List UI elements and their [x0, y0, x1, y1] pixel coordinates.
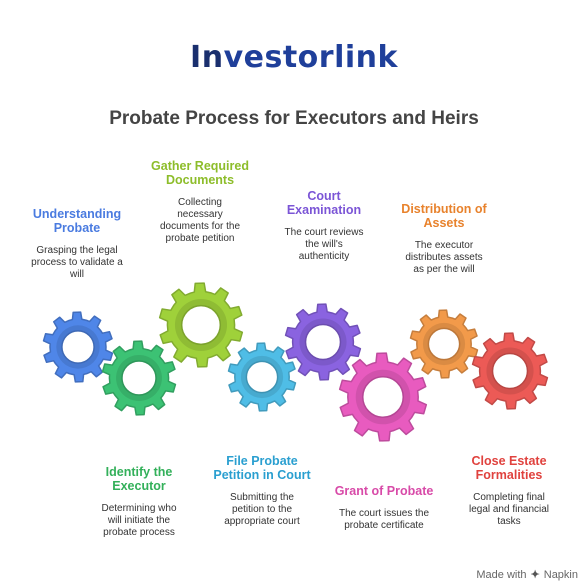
gear-hole	[121, 360, 157, 396]
step-description-line: distributes assets	[405, 252, 483, 263]
step-description-line: probate certificate	[344, 520, 424, 531]
gear-hole	[180, 304, 222, 346]
step-heading-line: Identify the	[105, 465, 173, 479]
step-grant-of-probate: Grant of Probate The court issues the pr…	[322, 484, 446, 532]
diagram-title: Probate Process for Executors and Heirs	[109, 108, 479, 129]
step-heading: Grant of Probate	[322, 484, 446, 498]
step-heading-line: File Probate	[226, 454, 298, 468]
step-court-examination: Court Examination The court reviews the …	[264, 189, 384, 263]
step-description-line: The executor	[414, 240, 474, 251]
step-heading-line: Court	[307, 189, 341, 203]
step-heading-line: Documents	[165, 173, 235, 187]
step-description: Determining who will initiate the probat…	[82, 503, 196, 539]
step-description: Submitting the petition to the appropria…	[202, 492, 322, 528]
step-description: Grasping the legal process to validate a…	[20, 245, 134, 281]
step-description-line: Grasping the legal	[36, 245, 118, 256]
gear-hole	[427, 327, 461, 361]
gear-identify-executor	[101, 340, 177, 416]
napkin-brand-label: Napkin	[543, 568, 578, 581]
made-with-label: Made with	[476, 568, 527, 581]
gear-grant-of-probate	[338, 352, 428, 442]
step-description-line: probate petition	[165, 233, 235, 244]
gear-distribution-assets	[409, 309, 479, 379]
step-heading-line: Grant of Probate	[334, 484, 434, 498]
brand-logo: Investorlink	[0, 40, 588, 75]
step-heading-line: Probate	[53, 221, 101, 235]
step-description-line: authenticity	[298, 251, 350, 262]
gear-hole	[304, 323, 342, 361]
step-heading-line: Close Estate	[471, 454, 547, 468]
step-heading-line: Examination	[286, 203, 362, 217]
step-heading-line: Executor	[112, 479, 166, 493]
step-understanding-probate: Understanding Probate Grasping the legal…	[20, 207, 134, 281]
step-heading: Identify the Executor	[82, 465, 196, 493]
step-heading-line: Formalities	[475, 468, 543, 482]
step-description-line: The court issues the	[338, 508, 430, 519]
step-identify-executor: Identify the Executor Determining who wi…	[82, 465, 196, 539]
step-description-line: appropriate court	[224, 516, 300, 527]
napkin-logo-icon: ✦	[530, 569, 540, 581]
step-description-line: the will's	[305, 239, 343, 250]
step-description-line: will initiate the	[107, 515, 171, 526]
step-gather-documents: Gather Required Documents Collecting nec…	[140, 159, 260, 245]
gear-understanding-probate	[42, 311, 114, 383]
gear-hole	[491, 352, 529, 390]
step-description-line: The court reviews	[284, 227, 364, 238]
step-description-line: petition to the	[231, 504, 293, 515]
step-description: Collecting necessary documents for the p…	[140, 197, 260, 245]
gear-file-petition	[227, 342, 297, 412]
step-heading: Close Estate Formalities	[450, 454, 568, 482]
step-heading-line: Gather Required	[151, 159, 249, 173]
step-description-line: legal and financial	[468, 504, 550, 515]
step-description-line: as per the will	[413, 264, 475, 275]
step-description-line: process to validate a	[31, 257, 123, 268]
gear-hole	[245, 360, 279, 394]
step-heading-line: Assets	[423, 216, 465, 230]
gear-court-examination	[284, 303, 362, 381]
step-heading: Understanding Probate	[20, 207, 134, 235]
step-description-line: tasks	[497, 516, 521, 527]
napkin-attribution: Made with ✦ Napkin	[476, 568, 578, 582]
step-file-petition: File Probate Petition in Court Submittin…	[202, 454, 322, 528]
step-description-line: Determining who	[101, 503, 177, 514]
step-heading: Gather Required Documents	[140, 159, 260, 187]
step-heading: Distribution of Assets	[384, 202, 504, 230]
step-description: The court issues the probate certificate	[322, 508, 446, 532]
step-heading-line: Understanding	[32, 207, 122, 221]
step-distribution-assets: Distribution of Assets The executor dist…	[384, 202, 504, 276]
step-description: The court reviews the will's authenticit…	[264, 227, 384, 263]
step-description-line: necessary	[177, 209, 223, 220]
logo-part-1: In	[190, 40, 224, 75]
step-description-line: Completing final	[473, 492, 545, 503]
step-description: The executor distributes assets as per t…	[384, 240, 504, 276]
step-description: Completing final legal and financial tas…	[450, 492, 568, 528]
gear-hole	[61, 330, 95, 364]
step-description-line: probate process	[103, 527, 175, 538]
step-description-line: documents for the	[159, 221, 241, 232]
gear-hole	[362, 376, 404, 418]
step-description-line: Collecting	[178, 197, 222, 208]
step-description-line: will	[70, 269, 84, 280]
step-heading: File Probate Petition in Court	[202, 454, 322, 482]
step-heading-line: Distribution of	[401, 202, 487, 216]
logo-part-2: vestorlink	[223, 40, 398, 75]
gear-close-estate	[471, 332, 549, 410]
step-description-line: Submitting the	[230, 492, 294, 503]
step-heading: Court Examination	[264, 189, 384, 217]
gear-gather-documents	[158, 282, 244, 368]
step-heading-line: Petition in Court	[213, 468, 311, 482]
step-close-estate: Close Estate Formalities Completing fina…	[450, 454, 568, 528]
